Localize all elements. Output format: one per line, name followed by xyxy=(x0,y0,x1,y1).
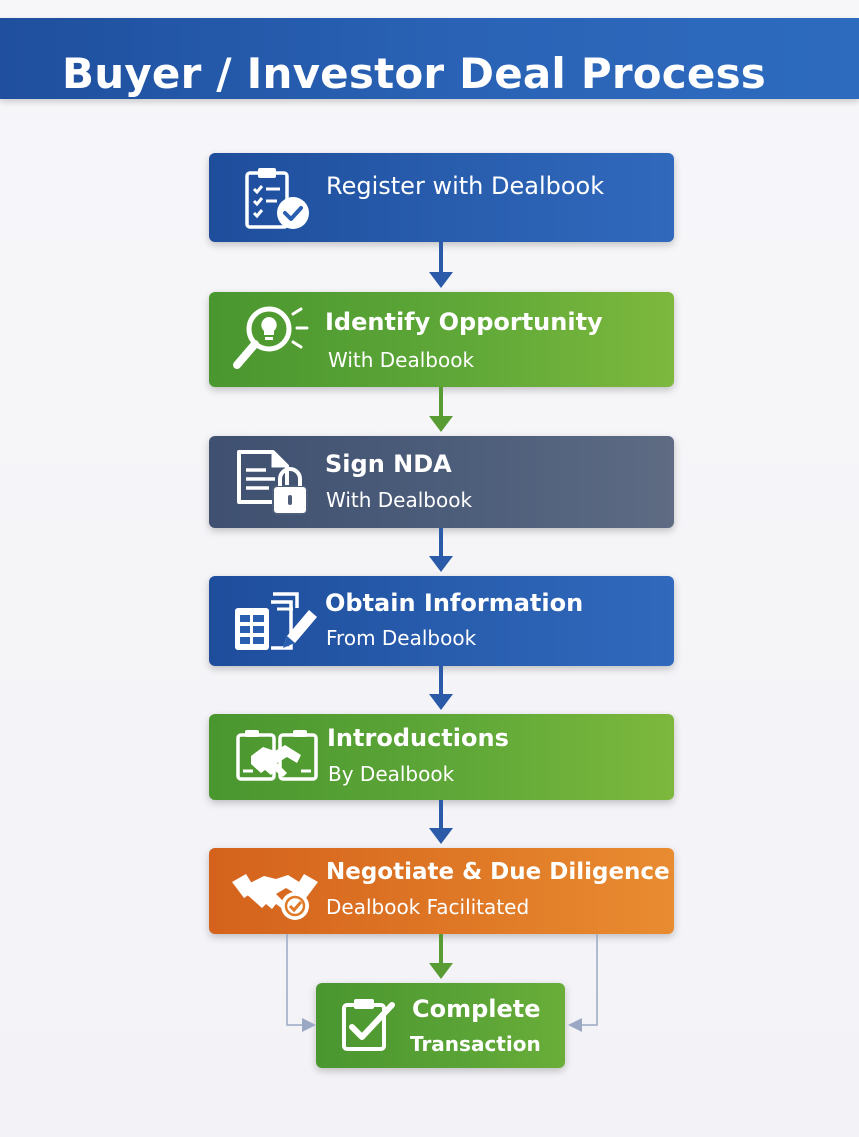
clipboard-check-icon xyxy=(245,168,309,229)
step-negotiate-due-diligence: Negotiate & Due Diligence Dealbook Facil… xyxy=(209,848,674,934)
arrow-5-to-6 xyxy=(429,800,453,844)
page-title: Buyer / Investor Deal Process xyxy=(62,49,766,98)
step-title: Obtain Information xyxy=(325,589,584,617)
handshake-icon xyxy=(236,730,318,781)
arrow-6-to-7 xyxy=(429,934,453,979)
arrow-1-to-2 xyxy=(429,242,453,288)
step-subtitle: With Dealbook xyxy=(326,488,473,512)
step-title: Negotiate & Due Diligence xyxy=(326,859,670,885)
step-register: Register with Dealbook xyxy=(209,153,674,242)
checkbox-icon xyxy=(342,999,395,1051)
step-subtitle: From Dealbook xyxy=(326,626,477,650)
step-introductions: Introductions By Dealbook xyxy=(209,714,674,800)
step-subtitle: Dealbook Facilitated xyxy=(326,895,530,919)
step-title: Introductions xyxy=(327,724,509,752)
arrow-2-to-3 xyxy=(429,387,453,432)
side-arrow-right xyxy=(568,934,598,1032)
step-title: Sign NDA xyxy=(325,450,452,478)
step-title: Identify Opportunity xyxy=(325,308,603,336)
step-subtitle: Transaction xyxy=(410,1032,541,1056)
title-bar: Buyer / Investor Deal Process xyxy=(0,18,859,99)
step-sign-nda: Sign NDA With Dealbook xyxy=(209,436,674,528)
step-subtitle: By Dealbook xyxy=(328,762,455,786)
arrow-4-to-5 xyxy=(429,666,453,710)
step-title: Complete xyxy=(412,995,541,1023)
step-title: Register with Dealbook xyxy=(326,172,605,200)
magnifier-lightbulb-icon xyxy=(233,306,309,369)
step-complete-transaction: Complete Transaction xyxy=(316,983,565,1068)
side-arrow-left xyxy=(286,934,316,1032)
step-subtitle: With Dealbook xyxy=(328,348,475,372)
spreadsheet-pen-icon xyxy=(235,592,317,650)
handshake-check-icon xyxy=(232,874,318,920)
arrow-3-to-4 xyxy=(429,528,453,572)
step-identify-opportunity: Identify Opportunity With Dealbook xyxy=(209,292,674,387)
document-lock-icon xyxy=(237,450,308,515)
step-obtain-information: Obtain Information From Dealbook xyxy=(209,576,674,666)
